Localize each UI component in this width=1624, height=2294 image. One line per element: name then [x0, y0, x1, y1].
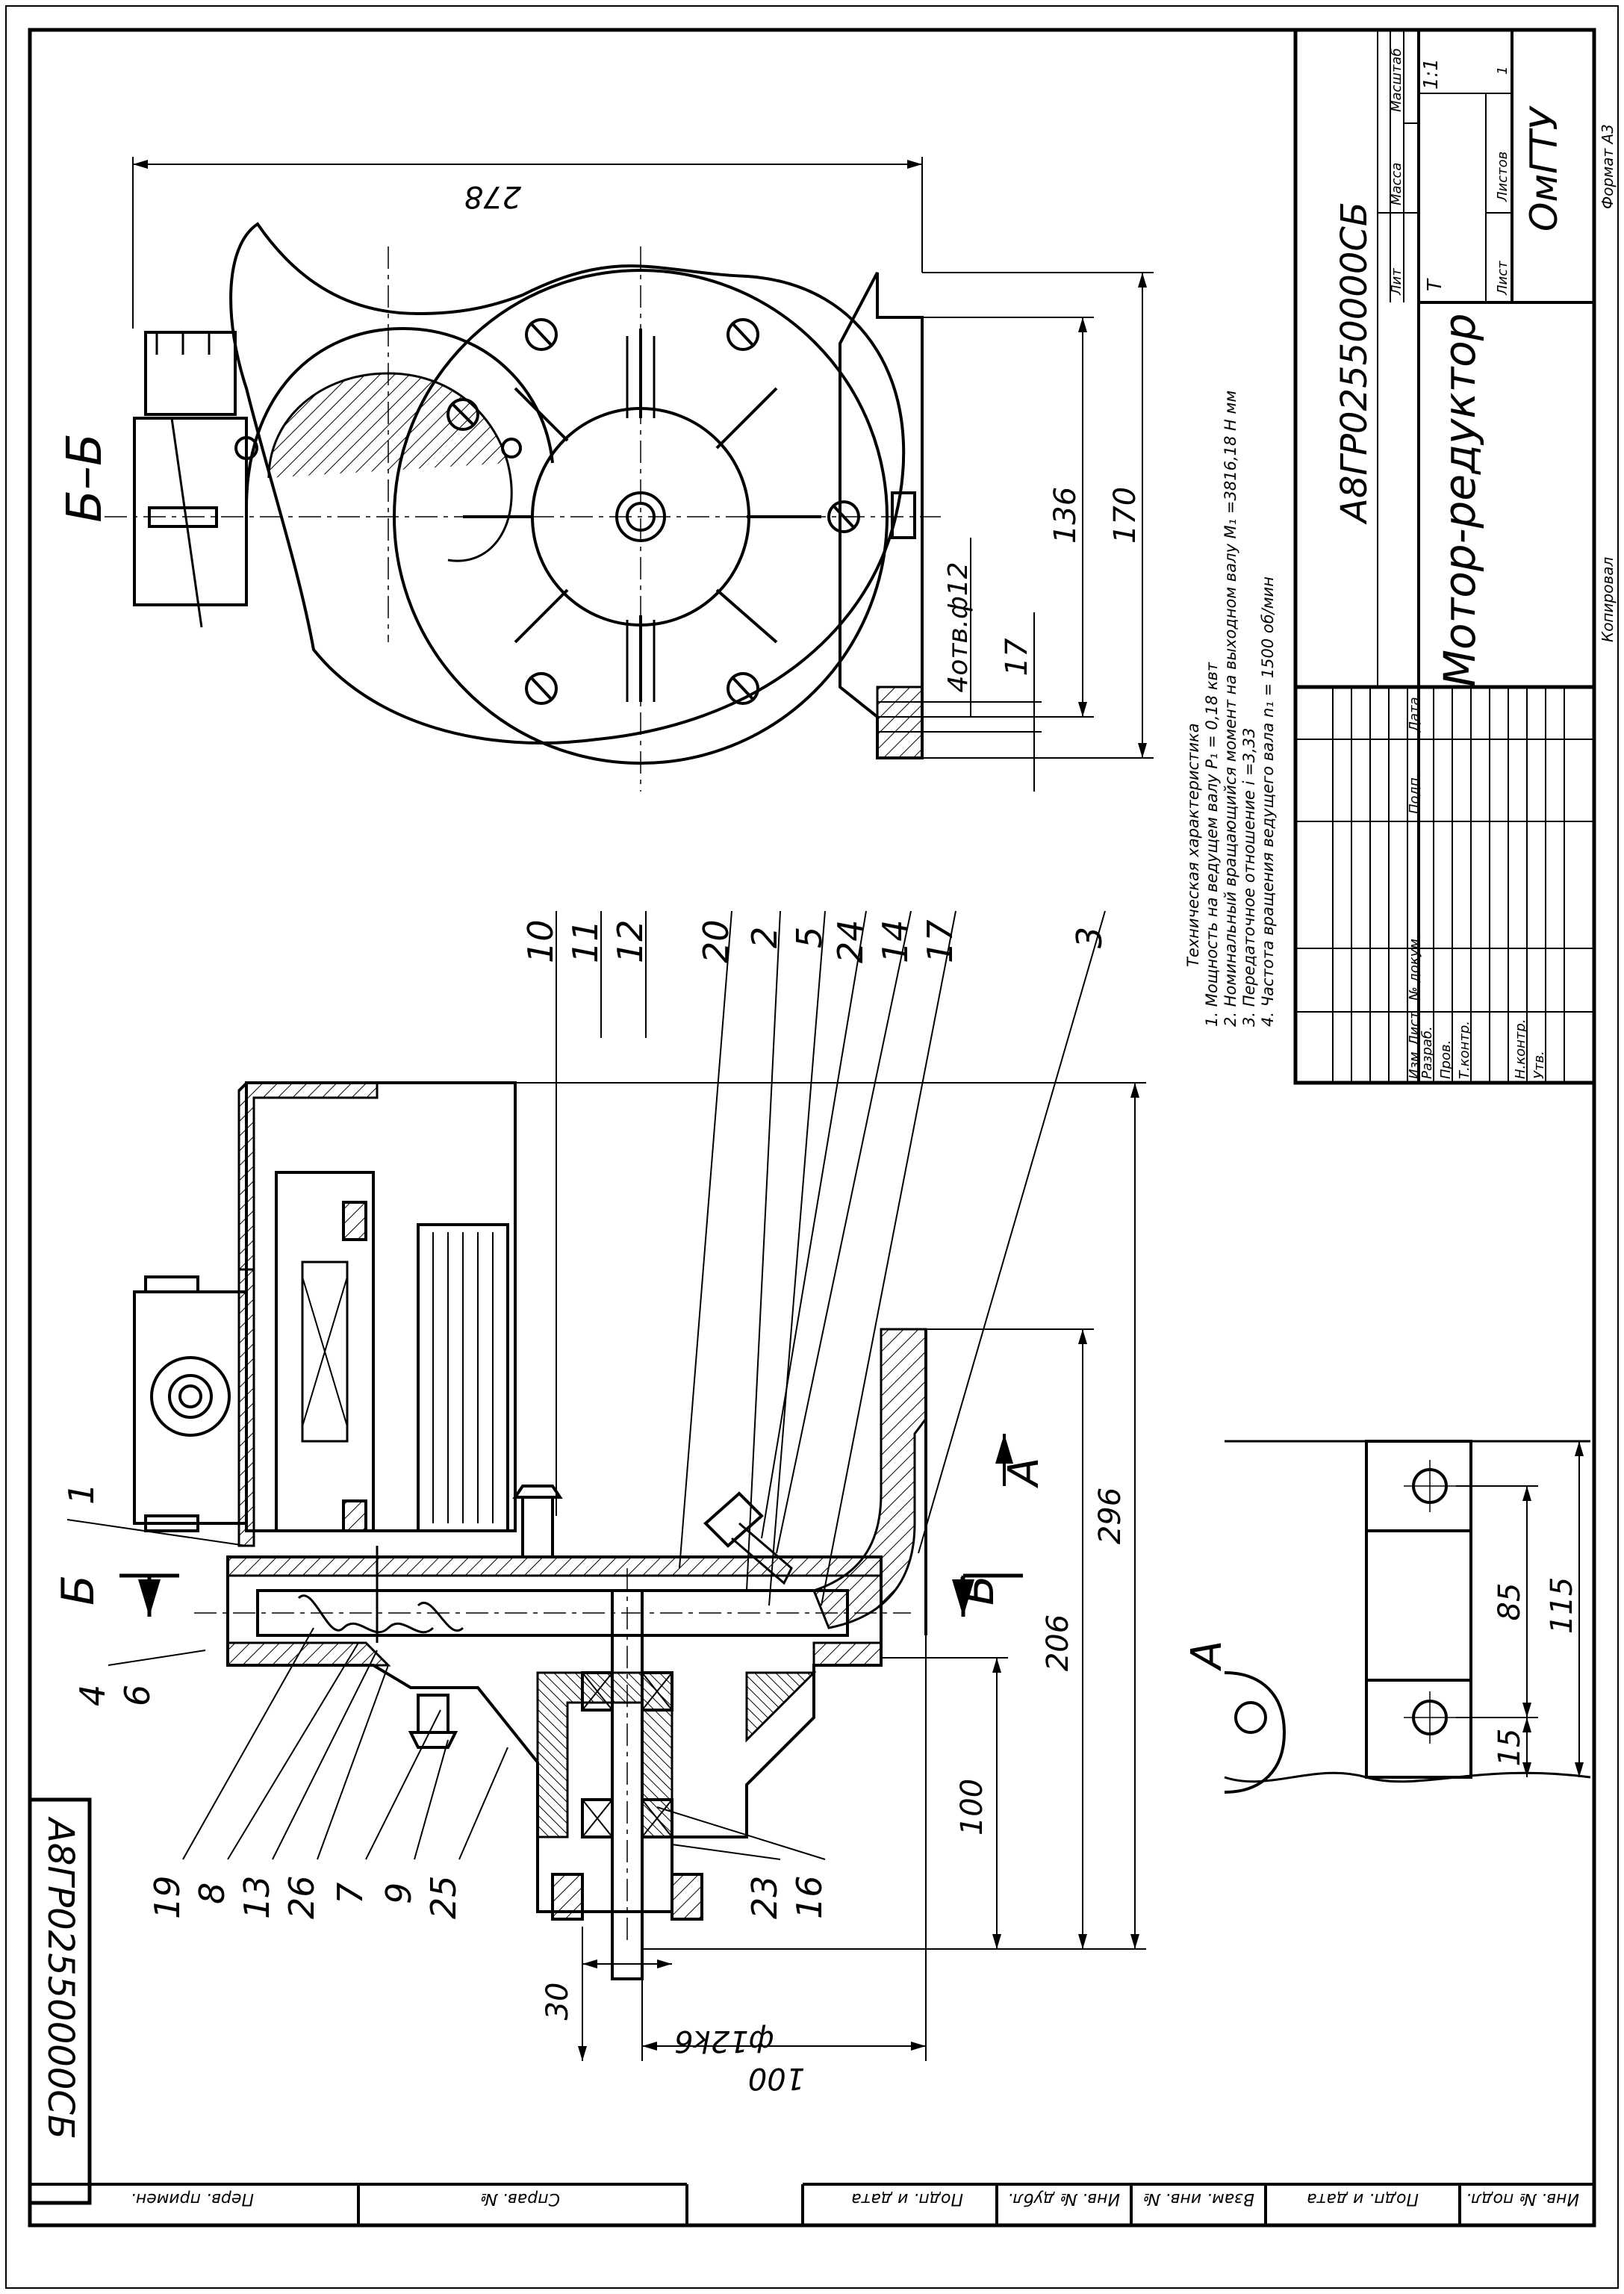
tech-spec-line-2: 2. Номинальный вращающийся момент на вых… — [1222, 391, 1239, 1027]
dim-85: 85 — [1493, 1583, 1527, 1621]
pos-25: 25 — [423, 1875, 464, 1919]
bottom-stamp — [30, 2183, 1594, 2227]
format-label: Формат А3 — [1599, 124, 1617, 209]
dim-shaft-diameter: ф12k6 — [674, 2024, 774, 2058]
tech-spec-line-3: 3. Передаточное отношение i =3,33 — [1240, 728, 1258, 1027]
tech-spec-line-1: 1. Мощность на ведущем валу P₁ = 0,18 кв… — [1203, 662, 1221, 1027]
dim-296: 296 — [1093, 1488, 1127, 1544]
dim-15: 15 — [1493, 1729, 1527, 1767]
view-a — [1224, 1440, 1591, 1794]
stamp-sprav: Справ. № — [480, 2189, 560, 2208]
tech-spec-title: Техническая характеристика — [1184, 723, 1202, 967]
title-block — [1293, 28, 1596, 1085]
section-label: Б–Б — [57, 433, 113, 523]
lit-value: Т — [1424, 278, 1446, 291]
section-b-b-view — [105, 222, 941, 792]
lit-label: Лит — [1389, 268, 1404, 296]
date-label: Дата — [1407, 697, 1422, 733]
role-1: Пров. — [1438, 1040, 1454, 1079]
dim-170: 170 — [1108, 487, 1142, 544]
pos-20: 20 — [696, 919, 736, 963]
pos-4: 4 — [72, 1685, 113, 1706]
stamp-inv-podl: Инв. № подл. — [1466, 2189, 1579, 2208]
sheets-value: 1 — [1495, 66, 1511, 75]
role-4: Н.контр. — [1513, 1019, 1528, 1079]
dim-278: 278 — [464, 179, 521, 214]
dim-206: 206 — [1041, 1614, 1075, 1671]
sign-label: Подп. — [1407, 774, 1422, 814]
position-numbers: 10 11 12 20 2 5 24 14 17 3 1 4 6 19 8 13… — [61, 919, 1110, 1919]
scale-label: Масштаб — [1389, 48, 1404, 112]
pos-17: 17 — [920, 919, 960, 963]
main-dimensions — [515, 1082, 1146, 2061]
pos-24: 24 — [830, 919, 871, 963]
pos-13: 13 — [237, 1875, 277, 1919]
dim-115: 115 — [1545, 1577, 1579, 1634]
dim-17: 17 — [1000, 638, 1034, 676]
view-a-label: А — [1183, 1641, 1231, 1671]
view-a-arrow-label: А — [1000, 1458, 1048, 1488]
mounting-bracket — [812, 1328, 927, 1629]
stamp-designation: А8ГР02550000СБ — [1334, 202, 1375, 525]
pos-16: 16 — [789, 1875, 830, 1919]
dim-100-vertical: 100 — [955, 1779, 989, 1835]
tech-spec: Техническая характеристика 1. Мощность н… — [1184, 391, 1277, 1027]
dim-136: 136 — [1048, 487, 1083, 544]
pos-12: 12 — [610, 919, 650, 963]
copied-label: Копировал — [1599, 557, 1617, 642]
pos-7: 7 — [330, 1883, 370, 1904]
pos-26: 26 — [281, 1875, 322, 1919]
part-name: Мотор-редуктор — [1434, 313, 1485, 687]
position-leaders — [66, 910, 1106, 1860]
outer-frame — [5, 5, 1619, 2289]
doc-label: № докум. — [1407, 934, 1422, 1001]
terminal-box — [133, 417, 248, 606]
stamp-inv-dubl: Инв. № дубл. — [1007, 2189, 1120, 2208]
pos-10: 10 — [520, 919, 561, 963]
stamp-podp-data-1: Подп. и дата — [851, 2189, 963, 2208]
pos-5: 5 — [789, 927, 830, 948]
stamp-perv: Перв. примен. — [131, 2189, 254, 2208]
pos-1: 1 — [61, 1483, 102, 1505]
stamp-podp-data-2: Подп. и дата — [1307, 2189, 1419, 2208]
mass-label: Масса — [1389, 163, 1404, 205]
pos-2: 2 — [744, 927, 785, 948]
dim-holes: 4отв.ф12 — [943, 562, 974, 692]
designation-box — [28, 1797, 92, 2205]
role-2: Т.контр. — [1457, 1021, 1472, 1079]
designation-rotated: А8ГР02550000СБ — [40, 1816, 81, 2139]
main-section-view — [133, 1081, 927, 1980]
view-a-dimensions — [1456, 1441, 1584, 1777]
pos-3: 3 — [1069, 927, 1110, 948]
pos-11: 11 — [565, 919, 606, 963]
dim-100-horizontal: 100 — [748, 2061, 805, 2095]
pos-23: 23 — [744, 1875, 785, 1919]
title-block-texts: А8ГР02550000СБ Мотор-редуктор ОмГТУ Лит … — [1334, 48, 1617, 1079]
izm-label: Изм — [1407, 1051, 1422, 1079]
pos-19: 19 — [147, 1875, 187, 1919]
cut-label-left: Б — [52, 1575, 105, 1606]
dim-30: 30 — [541, 1983, 575, 2021]
section-b-b-dimensions — [132, 157, 1154, 792]
organization: ОмГТУ — [1522, 105, 1566, 231]
list-label: Лист — [1407, 1011, 1422, 1046]
scale-value: 1:1 — [1420, 58, 1443, 90]
bottom-stamp-labels: Перв. примен. Справ. № Подп. и дата Инв.… — [131, 2189, 1579, 2208]
pos-6: 6 — [117, 1685, 158, 1706]
motor-body — [245, 1081, 517, 1532]
cut-markers — [119, 1434, 1023, 1617]
role-0: Разраб. — [1419, 1026, 1435, 1079]
pos-8: 8 — [192, 1883, 232, 1904]
sheet-label: Лист — [1495, 261, 1511, 296]
stamp-vzam: Взам. инв. № — [1143, 2189, 1254, 2208]
sheets-label: Листов — [1495, 152, 1511, 202]
role-5: Утв. — [1531, 1051, 1547, 1079]
bolt-holes — [234, 318, 860, 705]
pos-14: 14 — [875, 919, 915, 963]
pos-9: 9 — [379, 1883, 419, 1904]
cut-label-right: Б — [952, 1575, 1004, 1606]
tech-spec-line-4: 4. Частота вращения ведущего вала n₁ = 1… — [1259, 576, 1277, 1027]
